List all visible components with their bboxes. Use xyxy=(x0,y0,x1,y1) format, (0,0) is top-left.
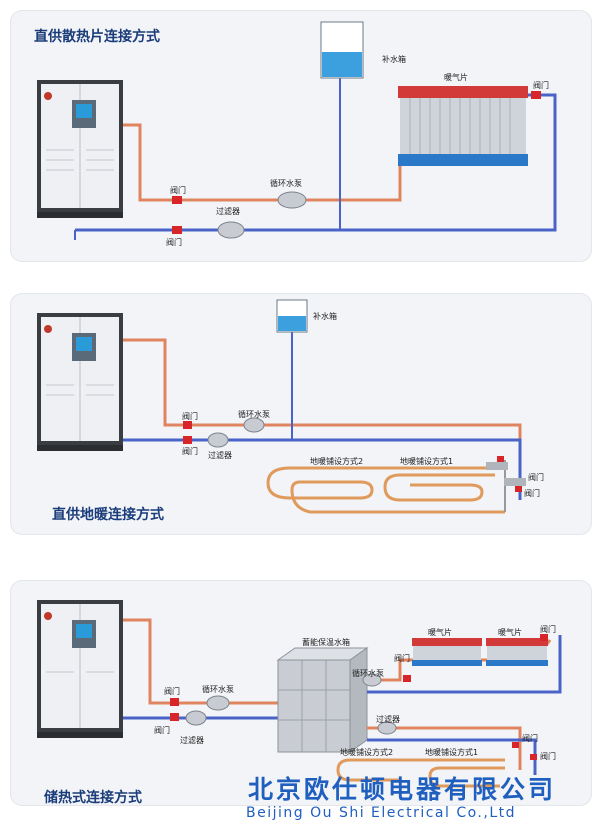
pump-icon xyxy=(277,191,307,209)
floor-label: 地暖铺设方式2 xyxy=(310,457,364,466)
cold-return-pipe xyxy=(367,738,537,775)
radiator-label: 暖气片 xyxy=(444,73,468,82)
valve-label: 阀门 xyxy=(394,654,410,663)
valve-icon xyxy=(183,421,192,429)
filter-label: 过滤器 xyxy=(180,736,204,745)
panel3-title: 储热式连接方式 xyxy=(44,790,142,806)
radiator-label: 暖气片 xyxy=(498,628,522,637)
hot-supply-pipe xyxy=(123,338,522,470)
radiator-icon xyxy=(486,638,548,666)
pump-icon xyxy=(243,417,265,433)
storage-label: 蓄能保温水箱 xyxy=(302,638,350,647)
valve-icon xyxy=(512,742,519,748)
filter-icon xyxy=(207,432,229,448)
valve-icon xyxy=(170,698,179,706)
floor-label: 地暖铺设方式2 xyxy=(340,748,394,757)
valve-label: 阀门 xyxy=(540,625,556,634)
valve-label: 阀门 xyxy=(522,734,538,743)
valve-label: 阀门 xyxy=(164,687,180,696)
pump-icon xyxy=(206,695,230,711)
valve-icon xyxy=(531,91,541,99)
panel1-title: 直供散热片连接方式 xyxy=(34,29,160,45)
panel2-title: 直供地暖连接方式 xyxy=(52,507,164,523)
filter-label: 过滤器 xyxy=(376,715,400,724)
valve-label: 阀门 xyxy=(533,81,549,90)
valve-label: 阀门 xyxy=(166,238,182,247)
filter-icon xyxy=(185,710,207,726)
company-name-en: Beijing Ou Shi Electrical Co.,Ltd xyxy=(246,805,517,821)
pump-icon xyxy=(362,673,382,687)
valve-icon xyxy=(530,754,537,760)
floor-heating-coil-icon xyxy=(336,758,505,788)
valve-label: 阀门 xyxy=(540,752,556,761)
valve-icon xyxy=(403,675,411,682)
water-tank-icon xyxy=(276,299,308,333)
valve-icon xyxy=(172,196,182,204)
pump-label: 循环水泵 xyxy=(352,669,384,678)
hot-supply-pipe xyxy=(367,726,522,770)
valve-label: 阀门 xyxy=(182,412,198,421)
valve-icon xyxy=(183,436,192,444)
radiator-icon xyxy=(412,638,482,666)
floor-heating-coil-icon xyxy=(266,466,505,514)
valve-icon xyxy=(170,713,179,721)
valve-icon xyxy=(515,486,522,492)
boiler-cabinet-icon xyxy=(37,600,123,738)
pump-label: 循环水泵 xyxy=(202,685,234,694)
water-tank-icon xyxy=(320,21,364,79)
filter-icon xyxy=(377,721,397,735)
tank-label: 补水箱 xyxy=(313,312,337,321)
valve-label: 阀门 xyxy=(528,473,544,482)
storage-tank-icon xyxy=(276,647,369,753)
floor-label: 地暖铺设方式1 xyxy=(425,748,479,757)
pump-label: 循环水泵 xyxy=(238,410,270,419)
filter-icon xyxy=(217,221,245,239)
valve-label: 阀门 xyxy=(154,726,170,735)
company-name-cn: 北京欧仕顿电器有限公司 xyxy=(248,775,557,804)
pump-label: 循环水泵 xyxy=(270,179,302,188)
cold-return-pipe xyxy=(367,635,562,694)
filter-label: 过滤器 xyxy=(216,207,240,216)
radiator-icon xyxy=(398,86,528,166)
boiler-cabinet-icon xyxy=(37,80,123,218)
boiler-cabinet-icon xyxy=(37,313,123,451)
filter-label: 过滤器 xyxy=(208,451,232,460)
cold-return-pipe xyxy=(75,93,557,232)
valve-icon xyxy=(497,456,504,462)
valve-label: 阀门 xyxy=(182,447,198,456)
valve-icon xyxy=(540,634,548,641)
tank-label: 补水箱 xyxy=(382,55,406,64)
valve-label: 阀门 xyxy=(524,489,540,498)
floor-label: 地暖铺设方式1 xyxy=(400,457,454,466)
valve-label: 阀门 xyxy=(170,186,186,195)
valve-icon xyxy=(172,226,182,234)
radiator-label: 暖气片 xyxy=(428,628,452,637)
